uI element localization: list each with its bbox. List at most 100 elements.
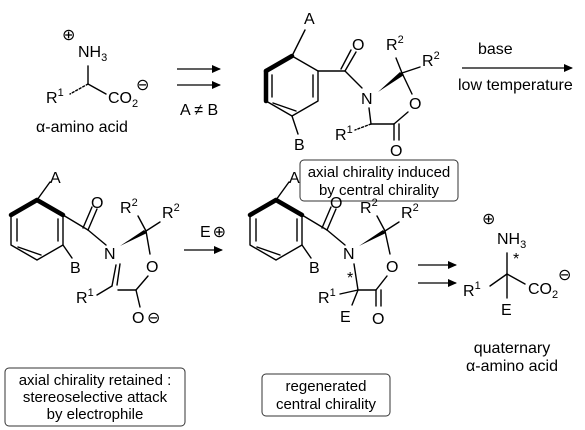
bond: [87, 229, 107, 246]
b-label: B: [294, 137, 305, 154]
hashed-bond: [354, 123, 372, 131]
bond: [135, 275, 149, 291]
bond: [301, 214, 328, 231]
bond: [96, 285, 113, 296]
bond: [301, 244, 312, 259]
carbonyl-bond: [321, 206, 332, 229]
base-label: base: [478, 41, 513, 58]
amino-acid-structure: ⊕ NH3 R1 CO2 ⊖ α-amino acid: [36, 27, 149, 136]
alkylated-product: A B O N R2 R2 O * R1 E O: [247, 170, 419, 328]
wedge-bond: [120, 230, 147, 246]
axial-retained-line1: axial chirality retained :: [19, 372, 172, 389]
co2-label: CO2: [108, 90, 138, 110]
bond: [344, 70, 363, 89]
r2-label: R2: [120, 197, 138, 217]
bond: [393, 111, 409, 125]
bond: [36, 181, 51, 201]
carbonyl-o: O: [352, 37, 364, 54]
n-label: N: [104, 246, 116, 263]
bold-bond: [34, 197, 66, 218]
bond: [135, 289, 141, 308]
regenerated-line2: central chirality: [276, 396, 377, 413]
enol-double-bond: [116, 263, 121, 286]
bond: [87, 83, 107, 95]
bond: [401, 72, 413, 95]
bond: [353, 263, 359, 291]
quaternary-line1: quaternary: [474, 340, 551, 357]
bold-bond: [8, 197, 40, 218]
bond: [384, 230, 391, 255]
axial-induced-box: [299, 159, 459, 202]
carbonyl-bond: [82, 206, 93, 229]
bond: [395, 57, 403, 74]
low-temperature-label: low temperature: [458, 77, 573, 94]
a-label: A: [50, 170, 61, 187]
bond: [375, 275, 388, 291]
carbonyl-bond: [340, 49, 352, 70]
oxazolidinone-top: A B O N R2 R2 O O R1: [263, 11, 440, 160]
amino-acid-caption: α-amino acid: [36, 119, 128, 136]
nh3-label: NH3: [78, 44, 107, 64]
ring-o: O: [146, 259, 158, 276]
a-label: A: [289, 170, 300, 187]
carbonyl-o: O: [330, 195, 342, 212]
a-not-b-label: A ≠ B: [180, 102, 218, 119]
carbonyl-bond: [326, 208, 337, 231]
n-label: N: [361, 91, 373, 108]
nh3-label: NH3: [497, 231, 526, 251]
quaternary-amino-acid: ⊕ NH3 * R1 CO2 ⊖ E quaternary α-amino ac…: [463, 211, 571, 375]
electrophile-label: E⊕: [200, 224, 226, 241]
axial-retained-box: [4, 367, 186, 427]
axial-retained-line2: stereoselective attack: [23, 389, 168, 406]
bond: [137, 215, 147, 232]
carbonyl-bond: [344, 51, 357, 72]
bond: [291, 29, 306, 57]
bond: [62, 244, 73, 259]
aromatic-bond: [17, 246, 42, 256]
ring-o: O: [409, 96, 421, 113]
r1-label: R1: [335, 124, 353, 144]
e-label: E: [501, 302, 512, 319]
bond: [506, 273, 526, 285]
bond: [145, 221, 161, 232]
bond: [351, 289, 359, 306]
aromatic-bond: [272, 102, 297, 112]
plus-charge: ⊕: [62, 27, 75, 44]
enolate-structure: A B O N R2 R2 O R1 O ⊖: [8, 170, 180, 327]
regenerated-line1: regenerated: [286, 378, 367, 395]
stereocenter-star: *: [513, 251, 519, 268]
regenerated-box: [261, 373, 391, 417]
lactone-o: O: [390, 143, 402, 160]
quaternary-line2: α-amino acid: [466, 358, 558, 375]
plus-charge: ⊕: [482, 211, 495, 228]
bold-bond: [263, 53, 295, 74]
bond: [489, 273, 508, 287]
bond: [275, 181, 290, 201]
e-label: E: [340, 309, 351, 326]
r1-label: R1: [463, 280, 481, 300]
bond: [368, 107, 372, 125]
aromatic-bond: [256, 246, 281, 256]
axial-induced-line1: axial chirality induced: [308, 164, 451, 181]
b-label: B: [70, 260, 81, 277]
bold-bond: [247, 197, 279, 218]
r1-label: R1: [76, 287, 94, 307]
wedge-bond: [359, 230, 386, 246]
bond: [291, 115, 299, 135]
wedge-bond: [378, 72, 404, 92]
minus-charge: ⊖: [136, 77, 149, 94]
axial-retained-line3: by electrophile: [47, 406, 144, 423]
r2-label: R2: [162, 202, 180, 222]
co2-label: CO2: [528, 281, 558, 301]
carbonyl-o: O: [91, 195, 103, 212]
r2-label: R2: [401, 202, 419, 222]
axial-induced-line2: by central chirality: [319, 182, 440, 199]
r1-label: R1: [46, 87, 64, 107]
bond: [145, 230, 151, 255]
bond: [326, 229, 346, 246]
minus-charge: ⊖: [558, 267, 571, 284]
hashed-bond: [69, 83, 89, 95]
carbonyl-bond: [87, 208, 98, 231]
lactone-o: O: [372, 311, 384, 328]
